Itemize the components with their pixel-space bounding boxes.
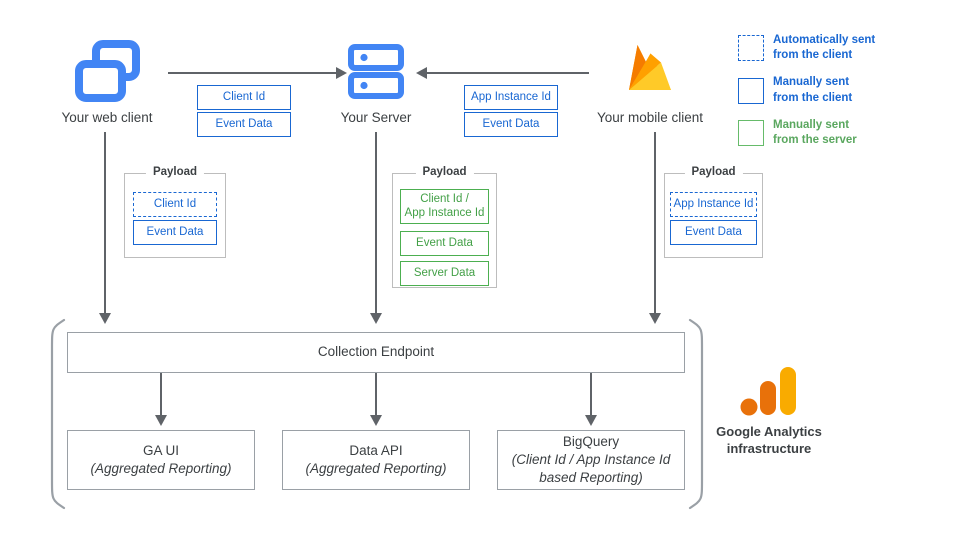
transit-tag-client-id: Client Id: [197, 85, 291, 110]
output-subtitle-bigquery: (Client Id / App Instance Id based Repor…: [511, 451, 671, 486]
legend-label-auto-client: Automatically sent from the client: [773, 34, 876, 62]
transit-tag-app-instance-id: App Instance Id: [464, 85, 558, 110]
mobile-client-label: Your mobile client: [596, 110, 704, 125]
payload-mobile-title: Payload: [684, 166, 743, 178]
legend-item-manual-client: Manually sent from the client: [738, 75, 958, 105]
output-subtitle-data-api: (Aggregated Reporting): [305, 461, 447, 476]
arrow-endpoint-to-dataapi-head: [369, 415, 382, 426]
payload-web-title: Payload: [145, 166, 205, 178]
server-icon: [348, 44, 404, 100]
payload-server-item-server-data: Server Data: [400, 261, 489, 286]
output-box-bigquery[interactable]: BigQuery (Client Id / App Instance Id ba…: [497, 430, 685, 490]
output-title-ga-ui: GA UI: [142, 442, 179, 458]
arrow-mobile-down-head: [648, 313, 661, 324]
arrow-endpoint-to-bigquery-line: [590, 373, 592, 417]
legend-label-manual-client: Manually sent from the client: [773, 76, 853, 104]
infrastructure-bracket-left: [44, 318, 68, 510]
output-title-data-api: Data API: [349, 442, 403, 458]
mobile-client-icon: [617, 38, 683, 104]
arrow-mobile-to-server-line: [427, 72, 589, 74]
payload-server-item-id: Client Id / App Instance Id: [400, 189, 489, 224]
payload-server-item-event-data: Event Data: [400, 231, 489, 256]
collection-endpoint-box[interactable]: Collection Endpoint: [67, 332, 685, 373]
legend-item-auto-client: Automatically sent from the client: [738, 33, 958, 63]
arrow-web-down-head: [98, 313, 111, 324]
legend: Automatically sent from the client Manua…: [738, 33, 958, 148]
legend-swatch-solid-green-icon: [738, 119, 764, 146]
payload-server-title: Payload: [415, 166, 474, 178]
arrow-server-down-line: [375, 132, 377, 315]
arrow-web-to-server-line: [168, 72, 336, 74]
arrow-endpoint-to-dataapi-line: [375, 373, 377, 417]
arrow-endpoint-to-gaui-head: [154, 415, 167, 426]
transit-tag-event-data: Event Data: [197, 112, 291, 137]
infrastructure-bracket-right: [686, 318, 710, 510]
arrow-mobile-down-line: [654, 132, 656, 315]
arrow-mobile-to-server-head: [416, 66, 427, 79]
collection-endpoint-label: Collection Endpoint: [317, 344, 435, 360]
payload-web-item-client-id: Client Id: [133, 192, 217, 217]
web-client-icon: [74, 38, 140, 104]
google-analytics-caption: Google Analytics infrastructure: [716, 424, 822, 456]
legend-label-manual-server: Manually sent from the server: [773, 118, 857, 146]
web-client-label: Your web client: [61, 110, 153, 125]
server-label: Your Server: [340, 110, 412, 125]
output-box-ga-ui[interactable]: GA UI (Aggregated Reporting): [67, 430, 255, 490]
legend-swatch-solid-blue-icon: [738, 77, 764, 104]
payload-web-item-event-data: Event Data: [133, 220, 217, 245]
legend-swatch-dashed-blue-icon: [738, 35, 764, 62]
payload-mobile-item-app-instance-id: App Instance Id: [670, 192, 757, 217]
arrow-web-to-server-head: [336, 66, 347, 79]
output-subtitle-ga-ui: (Aggregated Reporting): [90, 461, 232, 476]
output-title-bigquery: BigQuery: [562, 433, 620, 449]
transit-tag-mobile-event-data: Event Data: [464, 112, 558, 137]
payload-mobile-item-event-data: Event Data: [670, 220, 757, 245]
output-box-data-api[interactable]: Data API (Aggregated Reporting): [282, 430, 470, 490]
arrow-server-down-head: [369, 313, 382, 324]
arrow-endpoint-to-gaui-line: [160, 373, 162, 417]
legend-item-manual-server: Manually sent from the server: [738, 118, 958, 148]
arrow-endpoint-to-bigquery-head: [584, 415, 597, 426]
google-analytics-icon: [738, 367, 800, 417]
arrow-web-down-line: [104, 132, 106, 315]
